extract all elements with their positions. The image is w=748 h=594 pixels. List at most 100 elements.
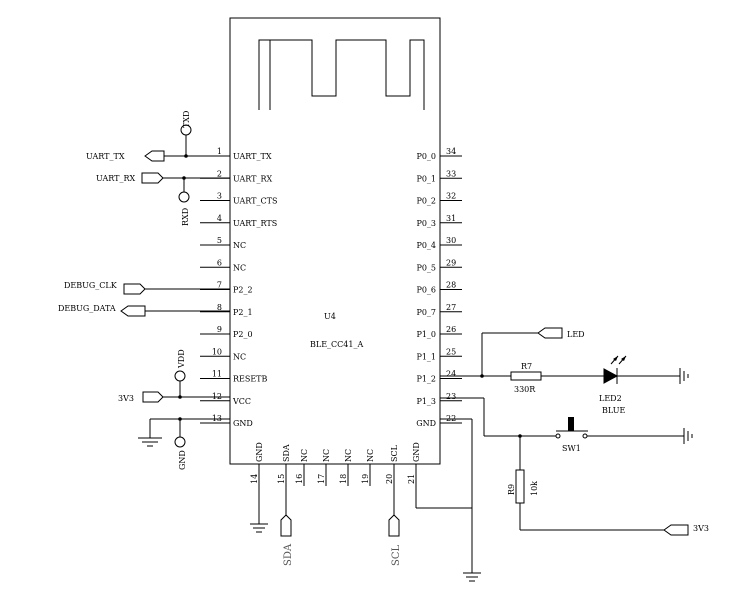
left-pin-name: P2_1	[233, 308, 253, 317]
rxd-test-point	[178, 191, 190, 203]
rxd-label: RXD	[181, 208, 190, 226]
v3v3-right-label: 3V3	[693, 524, 709, 533]
left-pin-number: 12	[212, 392, 222, 401]
bottom-pin-number: 17	[317, 474, 326, 484]
led2-color: BLUE	[602, 406, 625, 415]
debug-data-net-label: DEBUG_DATA	[58, 304, 116, 313]
right-pin-number: 27	[446, 303, 456, 312]
left-pin-name: UART_RTS	[233, 219, 277, 228]
scl-net-label: SCL	[391, 544, 402, 566]
right-pin-name: P0_4	[416, 241, 436, 250]
right-pin-number: 31	[446, 214, 456, 223]
bottom-pin-number: 14	[250, 474, 259, 484]
bottom-pin-number: 20	[385, 474, 394, 484]
v3v3-left-label: 3V3	[118, 394, 134, 403]
r9-ref: R9	[507, 484, 516, 495]
right-pin-name: P1_1	[416, 352, 436, 361]
txd-label: TXD	[182, 111, 191, 128]
left-pin-name: UART_TX	[233, 152, 272, 161]
bottom-pin-name: NC	[322, 449, 331, 462]
right-pin-name: P0_7	[416, 308, 436, 317]
left-pin-name: NC	[233, 263, 246, 272]
debug-data-port	[120, 305, 146, 317]
left-pin-number: 4	[217, 214, 222, 223]
bottom-pin-number: 15	[277, 474, 286, 484]
right-pin-number: 34	[446, 147, 456, 156]
bottom-pin-name: NC	[366, 449, 375, 462]
bottom-pin-name: GND	[255, 442, 264, 462]
led2-ref: LED2	[599, 394, 622, 403]
left-pin-number: 3	[217, 192, 222, 201]
bottom-pin-number: 19	[361, 474, 370, 484]
right-pin-name: P0_5	[416, 263, 436, 272]
led-net-label: LED	[567, 330, 585, 339]
right-pin-name: GND	[416, 419, 436, 428]
left-pin-name: NC	[233, 241, 246, 250]
left-pin-number: 6	[217, 258, 222, 267]
r7-ref: R7	[521, 362, 532, 371]
left-pin-number: 2	[217, 169, 222, 178]
left-pin-number: 9	[217, 325, 222, 334]
left-pin-name: P2_0	[233, 330, 253, 339]
left-pin-group: 1UART_TX2UART_RX3UART_CTS4UART_RTS5NC6NC…	[200, 147, 277, 428]
uart-rx-port	[141, 172, 164, 184]
component-value: BLE_CC41_A	[310, 340, 363, 349]
uart-tx-net-label: UART_TX	[86, 152, 125, 161]
debug-clk-port	[123, 283, 146, 295]
v3v3-left-port	[142, 391, 164, 403]
left-pin-name: RESETB	[233, 375, 268, 384]
bottom-pin-name: GND	[412, 442, 421, 462]
sda-net-label: SDA	[283, 543, 294, 566]
right-pin-number: 32	[446, 192, 456, 201]
uart-tx-port	[144, 150, 165, 162]
right-pin-name: P1_2	[416, 375, 436, 384]
vdd-test-point	[174, 370, 186, 382]
bottom-pin-name: SCL	[390, 444, 399, 462]
right-pin-name: P1_0	[416, 330, 436, 339]
right-pin-number: 33	[446, 169, 456, 178]
sw1-ref: SW1	[562, 444, 581, 453]
right-pin-name: P0_3	[416, 219, 436, 228]
right-pin-number: 29	[446, 258, 456, 267]
right-pin-number: 26	[446, 325, 456, 334]
left-pin-number: 7	[217, 281, 222, 290]
led2-diode	[603, 368, 619, 384]
r7-value: 330R	[514, 385, 536, 394]
r7-resistor	[510, 371, 542, 381]
component-ref: U4	[324, 312, 336, 321]
left-pin-name: NC	[233, 352, 246, 361]
gnd-test-point	[174, 436, 186, 448]
r9-value: 10k	[530, 481, 539, 496]
left-pin-number: 11	[212, 370, 222, 379]
right-pin-number: 23	[446, 392, 456, 401]
left-pin-number: 5	[217, 236, 222, 245]
led-port	[537, 327, 563, 339]
vdd-label: VDD	[177, 349, 186, 369]
r9-resistor	[515, 469, 525, 504]
right-pin-name: P0_1	[416, 174, 436, 183]
left-pin-number: 8	[217, 303, 222, 312]
right-pin-number: 30	[446, 236, 456, 245]
right-pin-name: P0_2	[416, 197, 436, 206]
v3v3-right-port	[663, 524, 689, 536]
left-pin-name: VCC	[232, 397, 251, 406]
bottom-pin-name: NC	[300, 449, 309, 462]
left-pin-name: P2_2	[233, 286, 253, 295]
antenna-trace	[258, 39, 425, 110]
right-pin-number: 28	[446, 281, 456, 290]
debug-clk-net-label: DEBUG_CLK	[64, 281, 118, 290]
scl-port	[388, 514, 400, 537]
bottom-pin-name: NC	[344, 449, 353, 462]
bottom-pin-number: 16	[295, 474, 304, 484]
uart-rx-net-label: UART_RX	[96, 174, 136, 183]
bottom-pin-name: SDA	[282, 444, 291, 462]
right-pin-name: P0_6	[416, 286, 436, 295]
right-pin-number: 24	[446, 370, 456, 379]
right-pin-number: 25	[446, 347, 456, 356]
left-pin-name: UART_CTS	[233, 197, 277, 206]
right-pin-name: P0_0	[416, 152, 436, 161]
gnd-label: GND	[178, 450, 187, 470]
left-pin-number: 1	[217, 147, 222, 156]
